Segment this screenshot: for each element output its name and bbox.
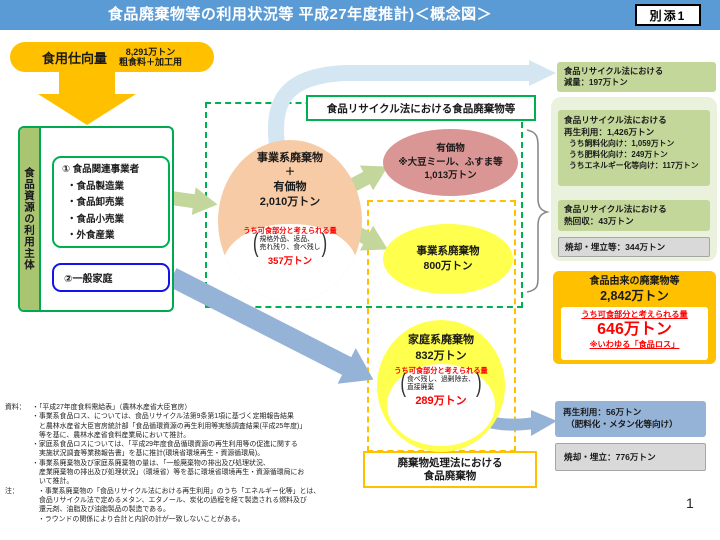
sources-block: 資料： ・「平成27年度食料需給表」（農林水産省大臣官房） ・事業系食品ロス、に…: [5, 403, 405, 487]
recycle-outputs-panel: 食品リサイクル法における 再生利用：1,426万トン うち飼料化向け：1,059…: [551, 97, 717, 261]
recycle2-line1: 再生利用：56万トン: [563, 407, 642, 417]
food-loss-amount: 646万トン: [597, 321, 672, 338]
source-line: 産業廃棄物の排出及び処理状況」（環境省）等を基に環境省環境再生・資源循環局にお: [39, 469, 305, 477]
business-actor-item: ・食品小売業: [67, 213, 125, 225]
heat-line1: 食品リサイクル法における: [564, 204, 667, 214]
business-actor-item: ・食品卸売業: [67, 197, 125, 208]
business-actors-box: ① 食品関連事業者 ・食品製造業 ・食品卸売業 ・食品小売業 ・外食産業: [52, 156, 170, 248]
source-line: ・家庭系食品ロスについては、「平成29年度食品循環資源の再生利用等の促進に関する: [32, 441, 298, 449]
recycle2-box: 再生利用：56万トン （肥料化・メタン化等向け）: [555, 401, 706, 437]
business-waste-line1: 事業系廃棄物: [416, 245, 480, 257]
waste-law-zone-label-line2: 食品廃棄物: [423, 469, 477, 482]
source-line: 実施状況調査等業務報告書」を基に推計(環境省環境再生・資源循環局)。: [39, 450, 265, 458]
source-line: 等を基に、農林水産省食料産業局において推計。: [39, 431, 191, 439]
footnotes: 資料： ・「平成27年度食料需給表」（農林水産省大臣官房） ・事業系食品ロス、に…: [5, 403, 405, 524]
business-waste-mix-ellipse: 事業系廃棄物 ＋ 有価物 2,010万トン うち可食部分と考えられる量 ( 規格…: [218, 140, 362, 302]
valuables-line2: ※大豆ミール、ふすま等: [398, 156, 503, 168]
notes-label: 注：: [5, 487, 19, 495]
business-edible-detail1: 規格外品、返品、: [259, 236, 314, 243]
source-line: ・事業系食品ロス、については、食品リサイクル法第9条第1項に基づく定期報告結果: [32, 413, 294, 421]
business-waste-mix-line2: 有価物: [273, 181, 307, 193]
recycle-outputs-brace: [526, 129, 550, 293]
recycle2-line2: （肥料化・メタン化等向け）: [566, 419, 678, 429]
food-supply-label: 食用仕向量: [41, 50, 107, 66]
business-edible-amount: 357万トン: [267, 256, 313, 268]
close-paren: ): [321, 229, 328, 258]
household-waste-line1: 家庭系廃棄物: [408, 334, 474, 346]
business-actor-item: ・外食産業: [67, 230, 115, 241]
waste-law-zone-label-line1: 廃棄物処理法における: [397, 456, 503, 469]
business-edible-header: うち可食部分と考えられる量: [243, 226, 337, 235]
page-title: 食品廃棄物等の利用状況等 平成27年度推計)＜概念図＞: [107, 6, 493, 23]
business-edible-detail2: 売れ残り、食べ残し: [259, 244, 321, 252]
notes-block: 注： ・事業系廃棄物の「食品リサイクル法における再生利用」のうち「エネルギー化等…: [5, 487, 405, 524]
waste-law-zone-label: 廃棄物処理法における 食品廃棄物: [363, 451, 537, 488]
reduction-box: 食品リサイクル法における 減量：197万トン: [557, 62, 716, 92]
business-waste-mix-amount: 2,010万トン: [259, 196, 321, 208]
source-line: いて推計。: [39, 478, 74, 486]
food-loss-callout: うち可食部分と考えられる量 646万トン ※いわゆる「食品ロス」: [561, 307, 708, 360]
incineration-landfill-label: 焼却・埋立等：344万トン: [565, 242, 666, 252]
attachment-badge: 別添1: [635, 4, 701, 26]
source-line: ・「平成27年度食料需給表」（農林水産省大臣官房）: [32, 404, 192, 411]
note-line: ・事業系廃棄物の「食品リサイクル法における再生利用」のうち「エネルギー化等」とは…: [38, 487, 321, 495]
recycle-sub-energy: うちエネルギー化等向け：117万トン: [569, 161, 699, 170]
reduction-line2: 減量：197万トン: [564, 77, 628, 87]
heat-recovery-box: 食品リサイクル法における 熱回収：43万トン: [558, 200, 710, 231]
open-paren: (: [400, 369, 407, 398]
business-waste-ellipse: 事業系廃棄物 800万トン: [383, 224, 513, 294]
recycle-line2: 再生利用：1,426万トン: [564, 127, 655, 137]
reduction-flow-arrowhead: [529, 60, 556, 86]
household-edible-detail2: 直接廃棄: [407, 384, 435, 392]
source-line: ・事業系廃棄物及び家庭系廃棄物の量は、「一般廃棄物の排出及び処理状況、: [32, 459, 270, 467]
food-supply-amount: 8,291万トン: [125, 47, 176, 57]
incineration2-box: 焼却・埋立：776万トン: [555, 443, 706, 471]
business-waste-amount: 800万トン: [423, 260, 473, 272]
business-waste-mix-plus: ＋: [285, 167, 295, 178]
business-actor-item: ・食品製造業: [67, 180, 125, 192]
reduction-line1: 食品リサイクル法における: [564, 66, 664, 76]
household-to-recycle2-arrowhead: [531, 410, 557, 436]
business-actors-title: ① 食品関連事業者: [62, 164, 140, 175]
actors-side-label: 食品資源の利用主体: [23, 167, 35, 271]
heat-line2: 熱回収：43万トン: [564, 216, 634, 226]
food-derived-title: 食品由来の廃棄物等: [589, 276, 680, 287]
incineration-landfill-box: 焼却・埋立等：344万トン: [558, 237, 710, 257]
food-supply-note: 粗食料＋加工用: [119, 57, 183, 67]
actors-side-strip: 食品資源の利用主体: [20, 128, 41, 310]
household-waste-amount: 832万トン: [415, 350, 467, 362]
valuables-line1: 有価物: [436, 143, 465, 155]
note-line: 還元剤、油脂及び油脂製品の製造である。: [39, 506, 170, 514]
household-edible-detail1: 食べ残し、過剰除去、: [407, 376, 475, 383]
recycle-line1: 食品リサイクル法における: [564, 115, 667, 125]
food-loss-header: うち可食部分と考えられる量: [581, 310, 688, 319]
recycle-law-zone-label: 食品リサイクル法における食品廃棄物等: [306, 95, 536, 121]
business-edible-callout: うち可食部分と考えられる量 ( 規格外品、返品、 売れ残り、食べ残し ) 357…: [218, 226, 362, 267]
household-edible-header: うち可食部分と考えられる量: [394, 366, 488, 375]
valuables-ellipse: 有価物 ※大豆ミール、ふすま等 1,013万トン: [383, 129, 518, 196]
title-bar: 食品廃棄物等の利用状況等 平成27年度推計)＜概念図＞: [0, 0, 720, 30]
open-paren: (: [252, 229, 259, 258]
household-actor-box: ②一般家庭: [52, 263, 170, 292]
recycle-box: 食品リサイクル法における 再生利用：1,426万トン うち飼料化向け：1,059…: [558, 110, 710, 186]
food-derived-waste-box: 食品由来の廃棄物等 2,842万トン うち可食部分と考えられる量 646万トン …: [553, 271, 716, 364]
food-supply-pill: 食用仕向量 8,291万トン 粗食料＋加工用: [10, 42, 214, 72]
food-loss-note: ※いわゆる「食品ロス」: [589, 340, 680, 349]
page-number: 1: [686, 495, 694, 511]
incineration2-label: 焼却・埋立：776万トン: [564, 452, 656, 462]
note-line: 食品リサイクル法で定めるメタン、エタノール、炭化の過程を経て製造される燃料及び: [39, 496, 307, 504]
valuables-amount: 1,013万トン: [424, 170, 477, 182]
recycle-sub-fertilizer: うち肥料化向け：249万トン: [569, 150, 668, 159]
business-waste-mix-line1: 事業系廃棄物: [257, 152, 323, 164]
food-derived-amount: 2,842万トン: [600, 289, 669, 303]
close-paren: ): [475, 369, 482, 398]
recycle-sub-feed: うち飼料化向け：1,059万トン: [569, 139, 675, 148]
source-line: と農林水産省大臣官房統計部「食品循環資源の再生利用等実態調査結果(平成25年度)…: [39, 422, 307, 430]
household-actor-label: ②一般家庭: [64, 274, 113, 285]
sources-label: 資料：: [5, 404, 26, 411]
note-line: ・ラウンドの関係により合計と内訳の計が一致しないことがある。: [38, 515, 245, 523]
